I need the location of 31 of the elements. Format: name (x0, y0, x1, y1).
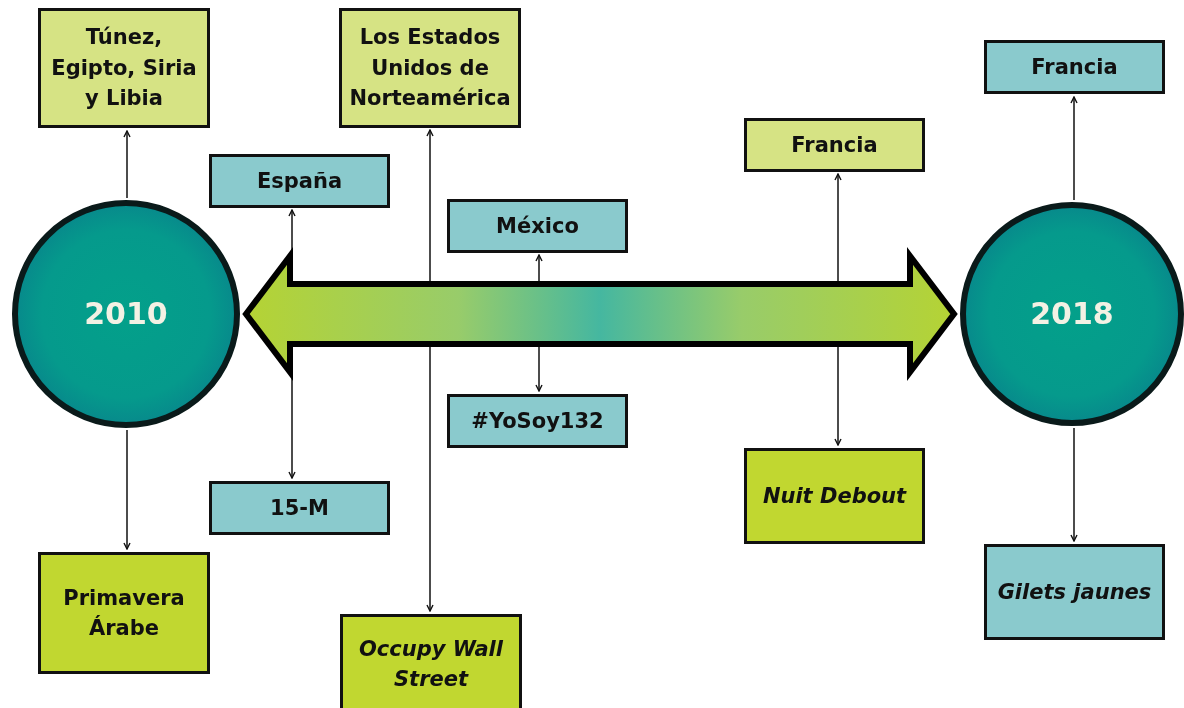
event-label: 15-M (269, 494, 330, 522)
double-arrow (242, 247, 958, 381)
event-box (209, 154, 390, 208)
event-box (38, 8, 210, 128)
arrow (1070, 427, 1078, 542)
event-box (38, 552, 210, 674)
arrow (123, 130, 131, 199)
event-label: Gilets jaunes (996, 578, 1153, 606)
event-box (984, 544, 1165, 640)
event-box (984, 40, 1165, 94)
event-label: Nuit Debout (761, 482, 908, 510)
event-box (209, 481, 390, 535)
event-box (447, 394, 628, 448)
event-label: Francia (1030, 53, 1119, 81)
arrow (123, 429, 131, 550)
year-label: 2018 (1029, 295, 1115, 334)
year-label: 2010 (83, 295, 169, 334)
event-label: España (255, 167, 344, 195)
event-label: Los Estados Unidos de Norteamérica (348, 24, 512, 113)
event-label: Túnez, Egipto, Siria y Libia (50, 24, 198, 113)
event-box (340, 614, 522, 708)
event-label: Francia (790, 131, 879, 159)
event-box (339, 8, 521, 128)
event-label: #YoSoy132 (470, 407, 605, 435)
event-box (744, 118, 925, 172)
event-label: México (495, 212, 580, 240)
arrow (1070, 96, 1078, 201)
event-box (744, 448, 925, 544)
event-label: Primavera Árabe (62, 584, 186, 642)
event-box (447, 199, 628, 253)
event-label: Occupy Wall Street (357, 635, 504, 693)
